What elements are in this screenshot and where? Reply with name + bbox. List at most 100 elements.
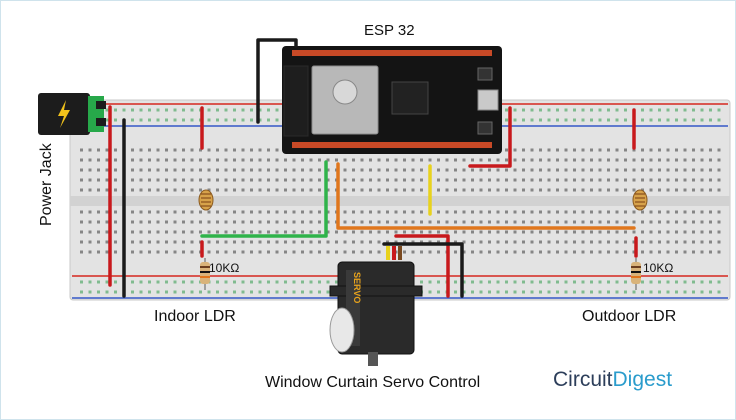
breadboard-hole <box>683 250 687 254</box>
breadboard-hole <box>275 148 279 152</box>
breadboard-hole <box>326 280 330 284</box>
breadboard-hole <box>479 230 483 234</box>
breadboard-hole <box>522 220 525 224</box>
breadboard-hole <box>420 168 423 172</box>
breadboard-hole <box>326 188 330 192</box>
breadboard-hole <box>182 220 185 224</box>
en-button <box>477 121 493 135</box>
breadboard-hole <box>530 168 534 172</box>
brand-part2: Digest <box>612 368 673 391</box>
breadboard-hole <box>624 280 627 284</box>
breadboard-hole <box>114 250 117 254</box>
breadboard-hole <box>131 188 134 192</box>
breadboard-hole <box>454 168 457 172</box>
breadboard-hole <box>105 158 109 162</box>
breadboard-hole <box>513 178 517 182</box>
breadboard-hole <box>343 230 347 234</box>
breadboard-hole <box>216 118 219 122</box>
breadboard-hole <box>386 240 389 244</box>
breadboard-hole <box>80 168 83 172</box>
breadboard-hole <box>437 290 440 294</box>
breadboard-hole <box>556 230 559 234</box>
breadboard-hole <box>250 250 253 254</box>
breadboard-hole <box>675 178 678 182</box>
breadboard-hole <box>649 108 653 112</box>
breadboard-hole <box>598 118 602 122</box>
breadboard-hole <box>318 240 321 244</box>
esp32-title: ESP 32 <box>364 22 415 39</box>
breadboard-hole <box>496 178 500 182</box>
breadboard-hole <box>530 178 534 182</box>
breadboard-hole <box>114 240 117 244</box>
breadboard-hole <box>352 240 355 244</box>
breadboard-hole <box>513 148 517 152</box>
breadboard-hole <box>683 188 687 192</box>
breadboard-hole <box>709 280 712 284</box>
breadboard-hole <box>607 240 610 244</box>
breadboard-hole <box>649 148 653 152</box>
breadboard-hole <box>607 250 610 254</box>
breadboard-hole <box>564 250 568 254</box>
breadboard-hole <box>284 220 287 224</box>
breadboard-hole <box>275 290 279 294</box>
breadboard-hole <box>666 210 670 214</box>
breadboard-hole <box>683 210 687 214</box>
breadboard-hole <box>683 158 687 162</box>
breadboard-hole <box>411 210 415 214</box>
breadboard-hole <box>131 168 134 172</box>
breadboard-hole <box>428 250 432 254</box>
breadboard-hole <box>173 240 177 244</box>
breadboard-hole <box>394 158 398 162</box>
breadboard-hole <box>403 158 406 162</box>
breadboard-hole <box>148 210 151 214</box>
breadboard-hole <box>428 158 432 162</box>
breadboard-hole <box>522 168 525 172</box>
breadboard-hole <box>97 168 100 172</box>
breadboard-hole <box>352 210 355 214</box>
breadboard-hole <box>513 230 517 234</box>
breadboard-hole <box>386 168 389 172</box>
breadboard-hole <box>649 240 653 244</box>
breadboard-hole <box>564 118 568 122</box>
breadboard-hole <box>522 290 525 294</box>
breadboard-hole <box>105 250 109 254</box>
wire-3v3-red <box>468 106 512 168</box>
breadboard-hole <box>513 108 517 112</box>
breadboard-hole <box>80 220 83 224</box>
breadboard-hole <box>275 220 279 224</box>
breadboard-hole <box>411 158 415 162</box>
breadboard-hole <box>471 220 474 224</box>
breadboard-hole <box>275 210 279 214</box>
breadboard-hole <box>139 178 143 182</box>
breadboard-hole <box>139 188 143 192</box>
breadboard-hole <box>377 210 381 214</box>
breadboard-hole <box>649 290 653 294</box>
breadboard-hole <box>131 220 134 224</box>
breadboard-hole <box>488 290 491 294</box>
breadboard-hole <box>131 118 134 122</box>
breadboard-hole <box>641 220 644 224</box>
breadboard-hole <box>156 168 160 172</box>
breadboard-hole <box>258 118 262 122</box>
breadboard-hole <box>207 220 211 224</box>
breadboard-hole <box>352 250 355 254</box>
breadboard-hole <box>156 108 160 112</box>
breadboard-hole <box>258 290 262 294</box>
breadboard-hole <box>547 168 551 172</box>
breadboard-hole <box>700 108 704 112</box>
breadboard-hole <box>156 230 160 234</box>
servo-label: SERVO <box>352 272 362 303</box>
breadboard-hole <box>556 158 559 162</box>
breadboard-hole <box>275 178 279 182</box>
breadboard-hole <box>700 158 704 162</box>
breadboard-hole <box>598 280 602 284</box>
breadboard-hole <box>88 220 92 224</box>
breadboard-hole <box>556 178 559 182</box>
breadboard-hole <box>148 250 151 254</box>
breadboard-hole <box>454 158 457 162</box>
breadboard-hole <box>216 230 219 234</box>
breadboard-hole <box>717 250 721 254</box>
breadboard-hole <box>97 230 100 234</box>
breadboard-hole <box>377 188 381 192</box>
breadboard-hole <box>692 240 695 244</box>
